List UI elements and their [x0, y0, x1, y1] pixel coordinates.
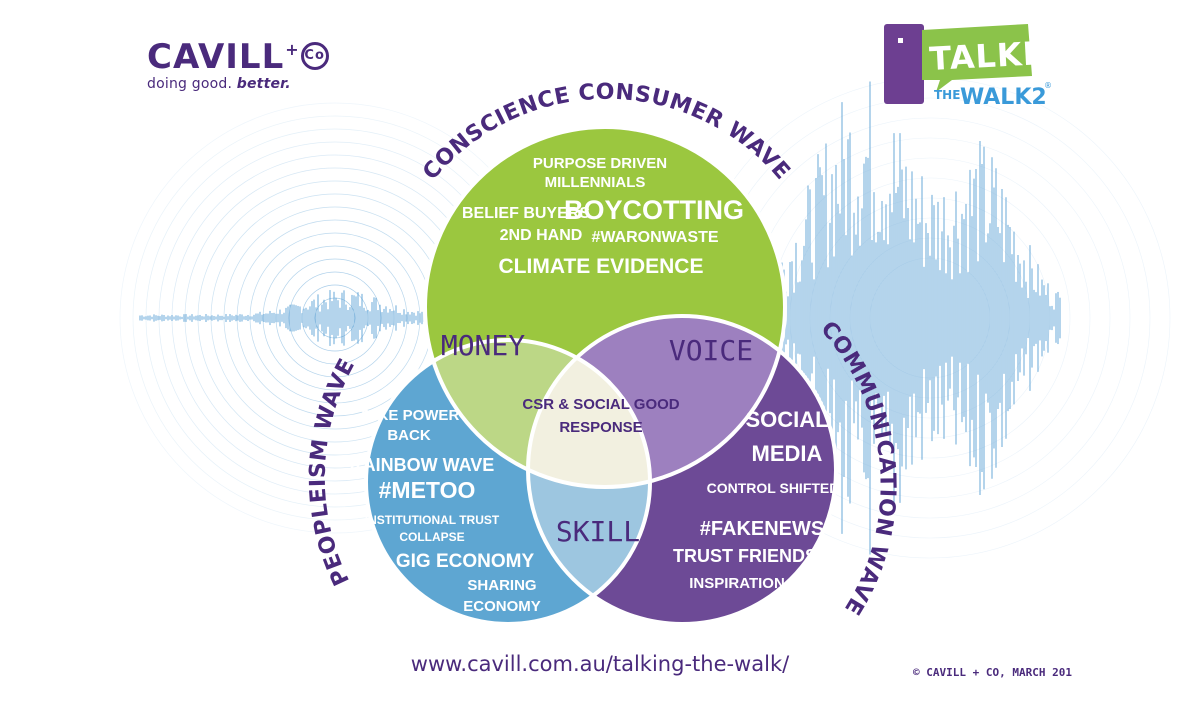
term-sharing: SHARING [467, 577, 536, 594]
money-label: MONEY [441, 329, 525, 362]
term-media: MEDIA [752, 441, 823, 466]
term-collapse: COLLAPSE [399, 530, 464, 544]
cavill-name: CAVILL [147, 37, 285, 77]
footer-url: www.cavill.com.au/talking-the-walk/ [410, 652, 790, 676]
term-millennials: MILLENNIALS [545, 174, 646, 191]
term-2nd-hand: 2ND HAND [500, 227, 583, 244]
center-label-line1: CSR & SOCIAL GOOD [522, 396, 679, 413]
term-control-shifted: CONTROL SHIFTED [707, 480, 840, 496]
term-waronwaste: #WARONWASTE [591, 229, 718, 246]
talking-the-walk-badge: TALKING THE WALK2 ® [884, 24, 1091, 110]
footer-copyright: © CAVILL + CO, MARCH 201 [913, 666, 1072, 679]
voice-label: VOICE [669, 334, 753, 367]
badge-profile-shape [884, 24, 924, 104]
term-trust-friends: TRUST FRIENDS [673, 546, 817, 566]
badge-walk2: WALK2 [960, 85, 1047, 110]
green-terms: PURPOSE DRIVEN MILLENNIALS BELIEF BUYERS… [462, 155, 744, 278]
term-gig-economy: GIG ECONOMY [396, 551, 535, 572]
term-climate-evidence: CLIMATE EVIDENCE [499, 255, 704, 278]
cavill-logo: CAVILL+Co doing good. better. [147, 40, 329, 92]
purple-terms: SOCIAL MEDIA CONTROL SHIFTED #FAKENEWS T… [673, 407, 839, 592]
cavill-co-mark: Co [300, 42, 329, 70]
cavill-plus: + [285, 40, 300, 59]
term-fakenews: #FAKENEWS [700, 518, 824, 540]
term-economy: ECONOMY [463, 598, 541, 615]
blue-terms: TAKE POWER BACK RAINBOW WAVE #METOO INST… [350, 407, 541, 615]
badge-line1: TALKING [928, 32, 1091, 78]
center-label-line2: RESPONSE [559, 419, 642, 436]
badge-registered: ® [1044, 81, 1052, 90]
cavill-tagline: doing good. better. [147, 76, 291, 92]
venn-circles [364, 125, 838, 626]
center-region [528, 340, 650, 487]
skill-label: SKILL [556, 515, 640, 548]
term-boycotting: BOYCOTTING [564, 195, 744, 225]
term-back: BACK [387, 427, 430, 444]
term-belief-buyers: BELIEF BUYERS [462, 205, 590, 222]
term-metoo: #METOO [379, 477, 476, 503]
term-social: SOCIAL [745, 407, 828, 432]
term-purpose-driven: PURPOSE DRIVEN [533, 155, 667, 172]
term-take-power: TAKE POWER [359, 407, 460, 424]
term-rainbow-wave: RAINBOW WAVE [350, 455, 495, 475]
term-institutional-trust: INSTITUTIONAL TRUST [365, 513, 500, 527]
badge-the: THE [934, 88, 960, 102]
term-inspiration: INSPIRATION [689, 575, 785, 592]
